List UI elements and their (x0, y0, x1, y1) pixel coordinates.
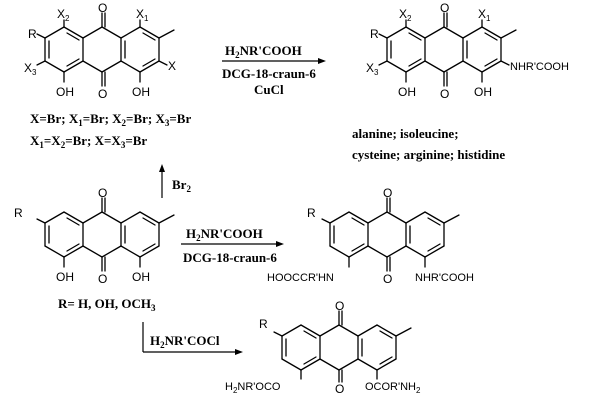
svg-text:OH: OH (398, 85, 416, 99)
reaction-arrow-2: H2NR'COOH DCG-18-craun-6 (181, 226, 284, 265)
svg-text:alanine; isoleucine;: alanine; isoleucine; (352, 126, 459, 141)
svg-text:X1=X2=Br; X=X3=Br: X1=X2=Br; X=X3=Br (30, 133, 147, 150)
svg-text:OH: OH (56, 270, 74, 284)
svg-text:X3: X3 (24, 61, 37, 77)
svg-text:O: O (383, 272, 392, 286)
nhrcooh-label: NHR'COOH (510, 61, 569, 73)
svg-text:O: O (440, 1, 449, 15)
svg-text:O: O (383, 186, 392, 200)
svg-text:OH: OH (132, 270, 150, 284)
svg-text:O: O (335, 382, 344, 396)
amino-acid-list: alanine; isoleucine; cysteine; arginine;… (352, 126, 505, 162)
oh-right-label: OH (132, 85, 150, 99)
x2-label: X (57, 7, 65, 21)
molecule-bottom: O R O H2NR'OCO OCOR'NH2 (225, 299, 421, 396)
molecule-top-left: X2 X1 O R X3 X O OH OH (24, 1, 176, 101)
svg-text:cysteine; arginine; histidine: cysteine; arginine; histidine (352, 147, 505, 162)
molecule-mid-left: O R O OH OH (14, 186, 175, 286)
svg-text:O: O (98, 272, 107, 286)
svg-text:OH: OH (474, 85, 492, 99)
r-definition: R= H, OH, OCH3 (58, 296, 156, 313)
svg-text:X1: X1 (136, 7, 149, 23)
svg-text:O: O (335, 299, 344, 313)
svg-text:X=Br; X1=Br; X2=Br; X3=Br: X=Br; X1=Br; X2=Br; X3=Br (30, 111, 191, 128)
nhrcooh-mid-label: NHR'COOH (415, 272, 474, 284)
h2nroco-label: H2NR'OCO (225, 381, 281, 395)
svg-text:X2: X2 (399, 7, 412, 23)
x-definitions: X=Br; X1=Br; X2=Br; X3=Br X1=X2=Br; X=X3… (30, 111, 191, 150)
svg-text:X1: X1 (478, 7, 491, 23)
svg-text:H2NR'COCl: H2NR'COCl (150, 333, 220, 350)
svg-text:R: R (370, 27, 379, 41)
salt-label: CuCl (254, 82, 284, 97)
svg-text:DCG-18-craun-6: DCG-18-craun-6 (183, 250, 277, 265)
svg-text:H2NR'COOH: H2NR'COOH (225, 43, 302, 60)
x-label: X (168, 59, 176, 73)
x1-label: X (136, 7, 144, 21)
svg-text:R: R (14, 206, 23, 220)
svg-text:H2NR'COOH: H2NR'COOH (186, 226, 263, 243)
molecule-top-right: X2 X1 O R X3 NHR'COOH O OH OH (366, 1, 569, 101)
svg-text:X2: X2 (57, 7, 70, 23)
o-top-label: O (98, 1, 107, 15)
svg-text:X3: X3 (366, 61, 379, 77)
svg-text:R: R (307, 206, 316, 220)
svg-text:Br2: Br2 (172, 177, 191, 194)
o-mid-label: O (98, 87, 107, 101)
molecule-mid-right: O R O HOOCCR'HN NHR'COOH (267, 186, 474, 286)
r-label: R (28, 27, 37, 41)
x3-label: X (24, 61, 32, 75)
catalyst-label: DCG-18-craun-6 (222, 66, 316, 81)
bromination-arrow: Br2 (159, 164, 191, 198)
reaction-arrow-3: H2NR'COCl (142, 322, 243, 355)
svg-text:O: O (98, 186, 107, 200)
svg-text:O: O (440, 87, 449, 101)
svg-text:R: R (259, 317, 268, 331)
reaction-arrow-1: H2NR'COOH DCG-18-craun-6 CuCl (222, 43, 326, 97)
ocornh2-label: OCOR'NH2 (365, 381, 421, 395)
oh-left-label: OH (56, 85, 74, 99)
hoocrhn-label: HOOCCR'HN (267, 272, 334, 284)
